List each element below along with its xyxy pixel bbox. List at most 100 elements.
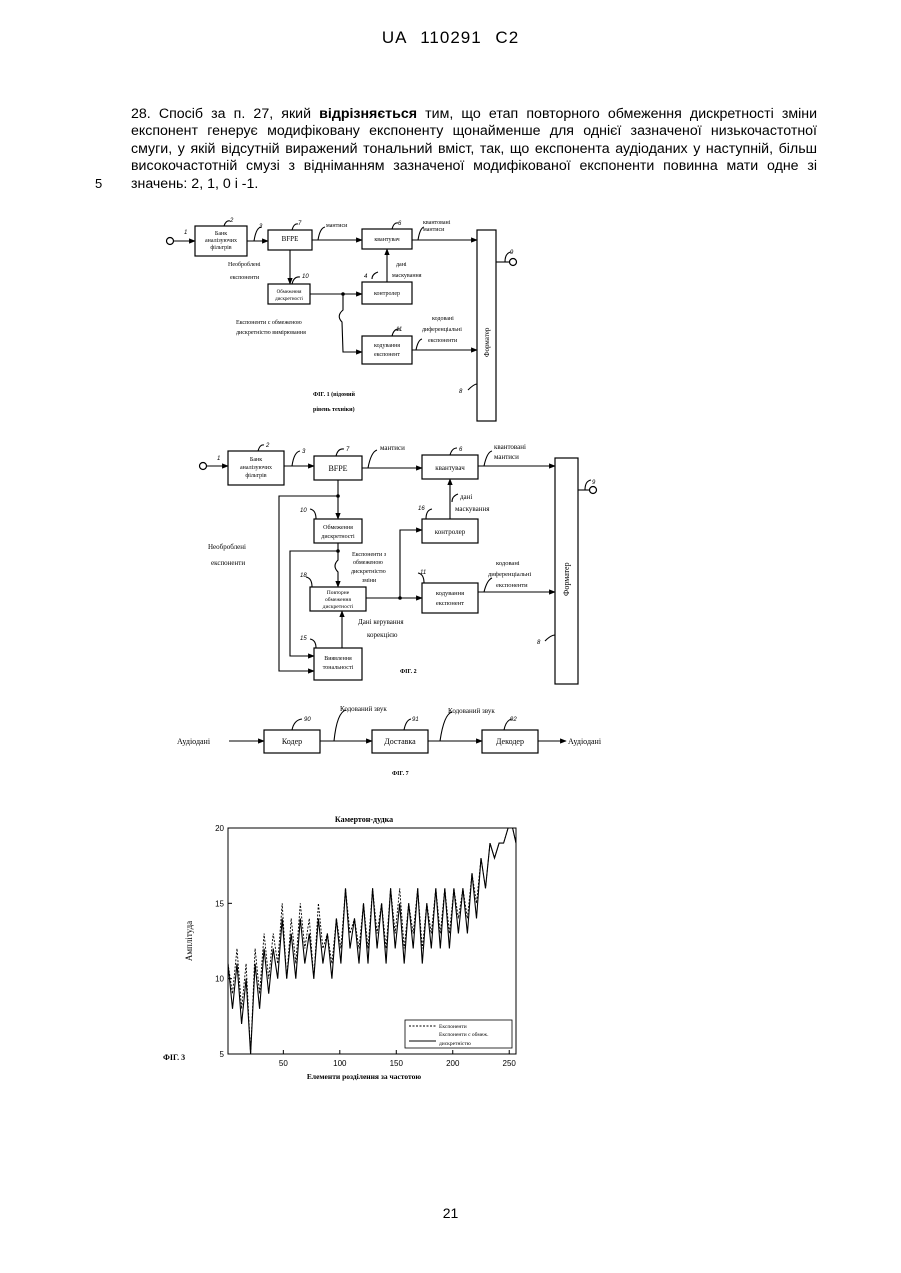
chart-legend <box>405 1020 512 1048</box>
fig1-limit-box <box>268 284 310 304</box>
fig2-ref-10: 10 <box>300 508 307 514</box>
fig7-delivery-box <box>372 730 428 753</box>
y-tick-label: 15 <box>215 899 224 908</box>
fig2-raw-exp-label-1: Необроблені <box>208 543 246 551</box>
x-tick-label: 200 <box>446 1059 460 1068</box>
fig1-ref-2: 2 <box>229 218 234 224</box>
fig2-bfpe-label: BFPE <box>328 464 347 473</box>
fig1-bfpe-label: BFPE <box>282 235 299 243</box>
fig2-ref-6: 6 <box>459 447 463 453</box>
fig2-relimit-label-1: Повторне <box>327 590 350 596</box>
fig1-limit-label-1: Обмеження <box>277 290 302 295</box>
fig1-limexp-label-1: Експоненти с обмеженою <box>236 319 302 326</box>
chart-plot-area <box>228 828 516 1054</box>
fig1-exp-coder-label-1: кодування <box>374 343 400 349</box>
fig1-output-terminal <box>510 259 517 266</box>
fig7-input-label: Аудіодані <box>177 737 211 746</box>
fig2-ref-18: 18 <box>300 573 307 579</box>
fig2-formatter-box <box>555 458 578 684</box>
fig1-qmant-label-1: квантовані <box>423 220 451 226</box>
fig1-ref-1: 1 <box>184 230 187 236</box>
x-tick-label: 150 <box>390 1059 404 1068</box>
fig2-raw-exp-label-2: експоненти <box>211 559 245 567</box>
y-tick-label: 10 <box>215 975 224 984</box>
fig1-filter-bank-label-1: Банк <box>215 231 227 237</box>
legend-label-limited-2: дискретністю <box>439 1041 471 1047</box>
fig7-ref-91: 91 <box>412 717 419 723</box>
fig1-caption-line-1: ФІГ. 1 (відомий <box>313 391 355 398</box>
claim-text-start: 28. Спосіб за п. 27, який <box>131 106 319 122</box>
fig2-controller-label: контролер <box>435 528 466 536</box>
fig1-limit-label-2: дискретності <box>275 297 303 302</box>
fig1-controller-box <box>362 282 412 304</box>
line-number: 5 <box>95 176 102 191</box>
fig2-correction-label-1: Дані керування <box>358 618 404 626</box>
fig2-limit-label-1: Обмеження <box>323 524 353 531</box>
fig2-ref-15: 15 <box>300 636 307 642</box>
fig1-raw-exp-label-2: експоненти <box>230 275 260 281</box>
fig2-formatter-label: Форматер <box>562 562 571 596</box>
fig1-limexp-label-2: дискретністю вимірювання <box>236 330 306 336</box>
fig1-quantizer-label: квантувач <box>374 237 399 243</box>
fig2-exp-coder-box <box>422 583 478 613</box>
fig2-ref-16: 16 <box>418 506 425 512</box>
fig2-output-terminal <box>590 487 597 494</box>
fig7-coder-box <box>264 730 320 753</box>
fig1-mantissa-label: мантиси <box>326 223 348 229</box>
fig1-caption-line-2: рівень техніки) <box>313 406 355 413</box>
fig2-ref-11: 11 <box>420 570 426 576</box>
fig1-ref-6: 6 <box>398 221 402 227</box>
fig2-tonality-label-1: Виявлення <box>324 656 352 662</box>
fig2-mantissa-label: мантиси <box>380 444 405 452</box>
fig7-coder-label: Кодер <box>282 737 302 746</box>
x-tick-label: 250 <box>503 1059 517 1068</box>
fig2-coded-label-1: кодовані <box>496 560 520 567</box>
fig2-exp-coder-label-2: експонент <box>436 600 464 607</box>
x-tick-label: 100 <box>333 1059 347 1068</box>
fig7-output-label: Аудіодані <box>568 737 602 746</box>
patent-header: UA 110291 C2 <box>0 28 901 48</box>
page-number: 21 <box>0 1205 901 1221</box>
fig2-controller-box <box>422 519 478 543</box>
fig2-limit-box <box>314 519 362 543</box>
fig2-relimit-label-2: обмеження <box>325 596 351 603</box>
fig7-decoder-box <box>482 730 538 753</box>
fig2-tonality-label-2: тональності <box>323 665 354 671</box>
fig2-ref-2: 2 <box>265 443 270 449</box>
y-tick-label: 5 <box>220 1050 225 1059</box>
y-tick-label: 20 <box>215 824 224 833</box>
fig7-caption: ФІГ. 7 <box>392 771 409 777</box>
fig1-coded-label-1: кодовані <box>432 316 454 322</box>
fig1-formatter-label: Форматер <box>483 327 491 357</box>
fig1-filter-bank-label-3: фільтрів <box>210 244 231 251</box>
fig2-caption: ФІГ. 2 <box>400 669 417 675</box>
fig1-coded-label-3: експоненти <box>428 338 458 344</box>
fig2-limit-label-2: дискретності <box>321 534 355 540</box>
fig1-filter-bank-box <box>195 226 247 256</box>
fig1-quantizer-box <box>362 229 412 249</box>
fig2-quantizer-box <box>422 455 478 479</box>
fig1-ref-9: 9 <box>510 250 514 256</box>
fig3-caption: ФІГ. 3 <box>163 1053 185 1062</box>
fig7-decoder-label: Декодер <box>496 737 524 746</box>
fig2-mask-label-1: дані <box>460 493 472 501</box>
fig1-exp-coder-label-2: експонент <box>374 352 400 358</box>
fig2-correction-label-2: корекцією <box>367 631 397 639</box>
fig2-exp-coder-label-1: кодування <box>436 590 464 597</box>
fig2-qmant-label-1: квантовані <box>494 443 526 451</box>
fig1-formatter-box <box>477 230 496 421</box>
fig2-ref-1: 1 <box>217 456 220 462</box>
fig2-input-terminal <box>200 463 207 470</box>
fig2-bfpe-box <box>314 456 362 480</box>
fig2-relimit-label-3: дискретності <box>323 604 354 610</box>
fig2-filter-bank-label-3: фільтрів <box>245 472 266 479</box>
fig1-ref-7: 7 <box>298 221 302 227</box>
fig1-ref-4: 4 <box>364 274 368 280</box>
fig2-limexp-label-1: Експоненти з <box>352 552 387 558</box>
fig1-ref-3: 3 <box>259 224 263 230</box>
fig2-ref-8: 8 <box>537 640 541 646</box>
fig2-ref-7: 7 <box>346 447 350 453</box>
fig1-exp-coder-box <box>362 336 412 364</box>
series-exponents-line <box>228 828 516 1054</box>
fig2-filter-bank-box <box>228 451 284 485</box>
